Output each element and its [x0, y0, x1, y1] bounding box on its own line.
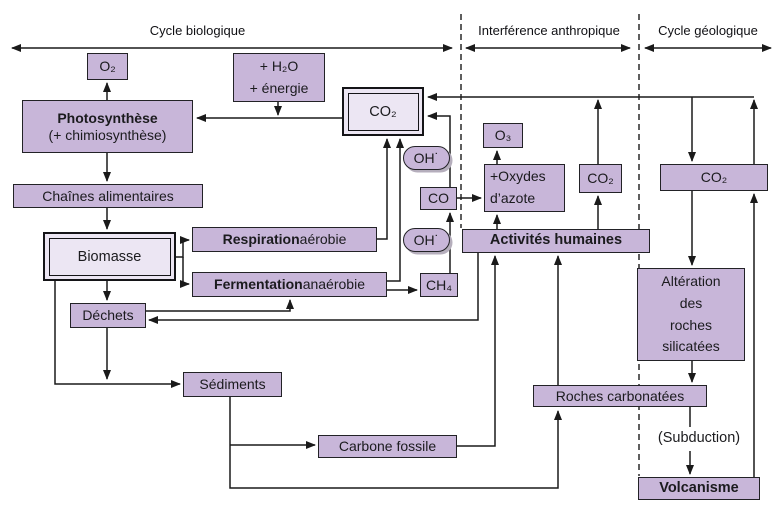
arrow-biomasse-to-fermentation [180, 257, 190, 288]
node-o2: O₂ [87, 53, 128, 80]
node-sediments: Sédiments [183, 372, 282, 397]
node-ch4: CH₄ [420, 273, 458, 297]
node-alteration: Altération des roches silicatées [637, 268, 745, 361]
arrow-co-to-co2 [427, 112, 451, 187]
node-respiration-bold: Respiration [222, 231, 300, 248]
section-label-biologique: Cycle biologique [149, 23, 246, 38]
node-co2-atmosphere-label: CO₂ [347, 92, 419, 131]
node-alteration-line3: roches [669, 316, 713, 333]
node-eau-energie-line2: + énergie [249, 79, 309, 96]
node-co2-anthropique: CO₂ [579, 164, 622, 193]
node-roches-carbonatees: Roches carbonatées [533, 385, 707, 407]
node-co2-atmosphere: CO₂ [342, 87, 424, 136]
label-subduction: (Subduction) [657, 430, 741, 446]
node-co2-geologique: CO₂ [660, 164, 768, 191]
node-volcanisme: Volcanisme [638, 477, 760, 500]
arrow-biomasse-to-respiration [176, 236, 190, 258]
section-label-geologique: Cycle géologique [658, 23, 758, 38]
arrow-carbone-to-activites [457, 255, 499, 447]
node-roches-label: Roches carbonatées [555, 387, 685, 404]
node-eau-energie-line1: + H₂O [259, 57, 299, 74]
arrow-biomasse-to-sediments [54, 281, 181, 388]
arrow-activites-to-dechets [148, 253, 479, 324]
node-co2-geologique-label: CO₂ [700, 169, 728, 186]
node-sediments-label: Sédiments [199, 376, 266, 393]
node-volcanisme-label: Volcanisme [659, 479, 739, 496]
node-chaines-alimentaires: Chaînes alimentaires [13, 184, 203, 208]
node-co: CO [420, 187, 457, 210]
node-o2-label: O₂ [99, 58, 116, 75]
node-carbone-fossile-label: Carbone fossile [338, 438, 437, 455]
node-o3-label: O₃ [494, 127, 512, 144]
node-oxydes-line2: d’azote [490, 190, 536, 207]
node-biomasse-label: Biomasse [48, 237, 171, 276]
node-fermentation-rest: anaérobie [302, 276, 365, 293]
node-fermentation: Fermentation anaérobie [192, 272, 387, 297]
node-oxydes-line1: +Oxydes [490, 168, 546, 184]
node-eau-energie: + H₂O + énergie [233, 53, 325, 102]
arrow-dechets-to-fermentation [146, 299, 294, 312]
node-dechets: Déchets [70, 303, 146, 328]
node-oh1-label: OH˙ [413, 149, 440, 166]
node-o3: O₃ [483, 123, 523, 148]
node-photosynthese: Photosynthèse (+ chimiosynthèse) [22, 100, 193, 153]
node-oh-radical-1: OH˙ [403, 146, 450, 170]
node-oh-radical-2: OH˙ [403, 228, 450, 252]
node-fermentation-bold: Fermentation [214, 276, 303, 293]
section-label-anthropique: Interférence anthropique [478, 23, 620, 38]
node-alteration-line4: silicatées [662, 338, 720, 355]
node-ch4-label: CH₄ [426, 276, 452, 293]
node-alteration-line2: des [679, 294, 703, 311]
arrow-respiration-to-co2 [377, 138, 391, 240]
arrow-fermentation-to-co2 [387, 138, 404, 282]
node-chaines-label: Chaînes alimentaires [42, 187, 174, 204]
node-photosynthese-line2: (+ chimiosynthèse) [48, 126, 167, 143]
node-oxydes-azote: +Oxydes d’azote [484, 164, 565, 212]
node-alteration-line1: Altération [661, 273, 721, 290]
node-carbone-fossile: Carbone fossile [318, 435, 457, 458]
node-activites-humaines: Activités humaines [462, 229, 650, 253]
node-activites-label: Activités humaines [489, 232, 623, 249]
node-biomasse: Biomasse [43, 232, 176, 281]
node-photosynthese-line1: Photosynthèse [57, 109, 158, 126]
node-dechets-label: Déchets [82, 307, 134, 324]
arrow-sediments-to-roches [229, 397, 562, 489]
node-oh2-label: OH˙ [413, 231, 440, 248]
node-respiration: Respiration aérobie [192, 227, 377, 252]
node-respiration-rest: aérobie [299, 231, 347, 248]
node-co2-anthropique-label: CO₂ [587, 170, 614, 187]
node-co-label: CO [428, 190, 449, 207]
